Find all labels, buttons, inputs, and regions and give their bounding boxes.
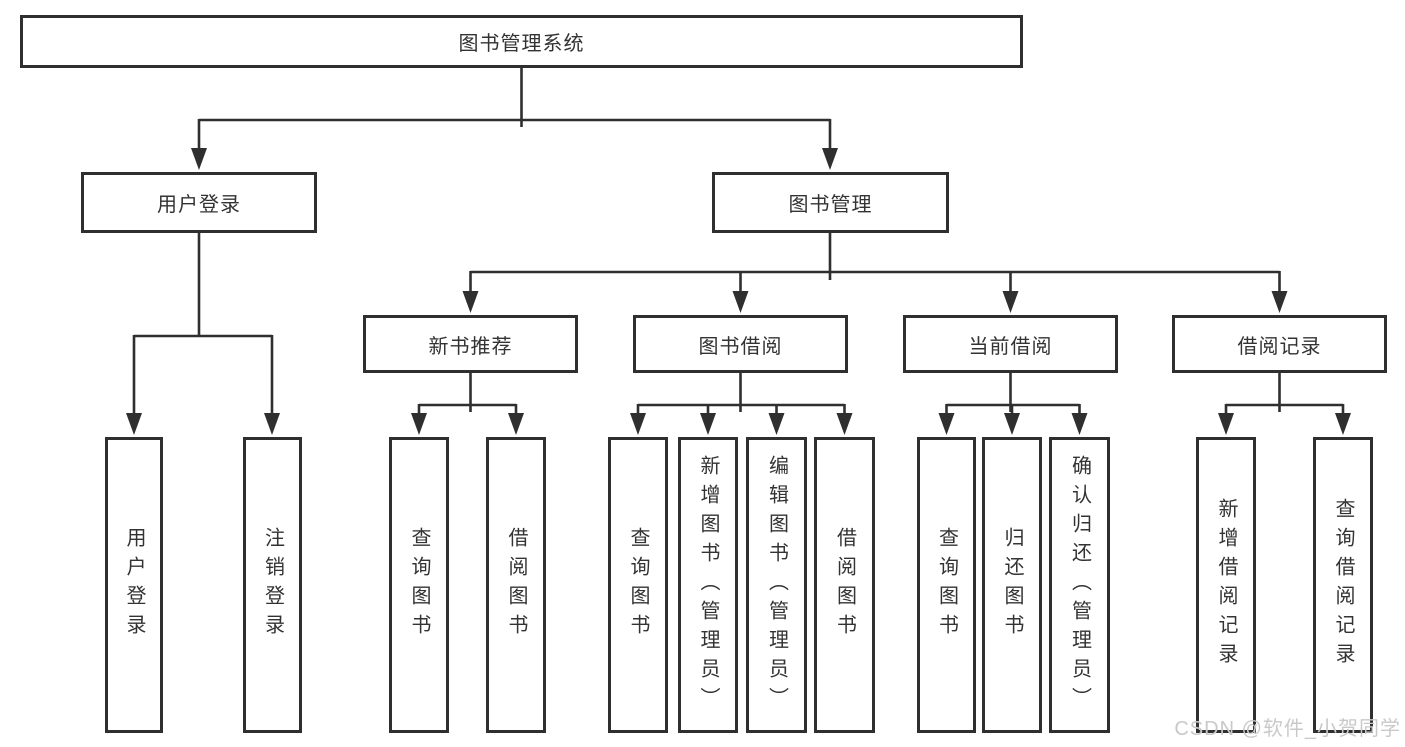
leaf-return-books: 归还图书: [982, 437, 1042, 733]
leaf-add-borrow-record-label: 新增借阅记录: [1215, 498, 1237, 672]
leaf-query-borrow-record: 查询借阅记录: [1313, 437, 1373, 733]
node-borrow-records: 借阅记录: [1172, 315, 1387, 373]
node-book-borrow: 图书借阅: [633, 315, 848, 373]
node-book-management: 图书管理: [712, 172, 949, 233]
node-root-label: 图书管理系统: [458, 33, 585, 55]
node-book-borrow-label: 图书借阅: [698, 335, 783, 358]
leaf-confirm-return-admin-label: 确认归还（管理员）: [1068, 454, 1091, 716]
node-new-book-recommend: 新书推荐: [363, 315, 578, 373]
leaf-return-books-label: 归还图书: [1001, 527, 1023, 643]
leaf-query-books-current-label: 查询图书: [935, 527, 958, 643]
node-user-login-label: 用户登录: [157, 194, 241, 216]
node-book-management-label: 图书管理: [788, 194, 873, 216]
leaf-add-book-admin-label: 新增图书（管理员）: [697, 454, 719, 716]
node-root: 图书管理系统: [20, 15, 1023, 68]
node-current-borrow-label: 当前借阅: [968, 335, 1053, 358]
leaf-query-books-borrow-label: 查询图书: [627, 527, 649, 643]
leaf-query-books-recommend-label: 查询图书: [408, 527, 430, 643]
leaf-query-books-borrow: 查询图书: [608, 437, 668, 733]
node-new-book-recommend-label: 新书推荐: [428, 335, 513, 358]
leaf-add-borrow-record: 新增借阅记录: [1196, 437, 1256, 733]
leaf-confirm-return-admin: 确认归还（管理员）: [1049, 437, 1110, 733]
leaf-borrow-books-borrow-label: 借阅图书: [833, 527, 856, 643]
leaf-edit-book-admin-label: 编辑图书（管理员）: [765, 454, 788, 716]
node-current-borrow: 当前借阅: [903, 315, 1118, 373]
leaf-borrow-books-recommend-label: 借阅图书: [505, 527, 527, 643]
leaf-user-login: 用户登录: [105, 437, 163, 733]
leaf-borrow-books-recommend: 借阅图书: [486, 437, 546, 733]
node-user-login: 用户登录: [81, 172, 317, 233]
leaf-logout: 注销登录: [243, 437, 302, 733]
node-borrow-records-label: 借阅记录: [1237, 335, 1322, 358]
leaf-edit-book-admin: 编辑图书（管理员）: [746, 437, 807, 733]
watermark: CSDN @软件_小贺同学: [1174, 718, 1401, 740]
leaf-user-login-label: 用户登录: [123, 527, 145, 643]
leaf-add-book-admin: 新增图书（管理员）: [678, 437, 738, 733]
leaf-query-borrow-record-label: 查询借阅记录: [1332, 498, 1354, 672]
leaf-logout-label: 注销登录: [261, 527, 284, 643]
leaf-borrow-books-borrow: 借阅图书: [814, 437, 875, 733]
leaf-query-books-recommend: 查询图书: [389, 437, 449, 733]
leaf-query-books-current: 查询图书: [917, 437, 976, 733]
